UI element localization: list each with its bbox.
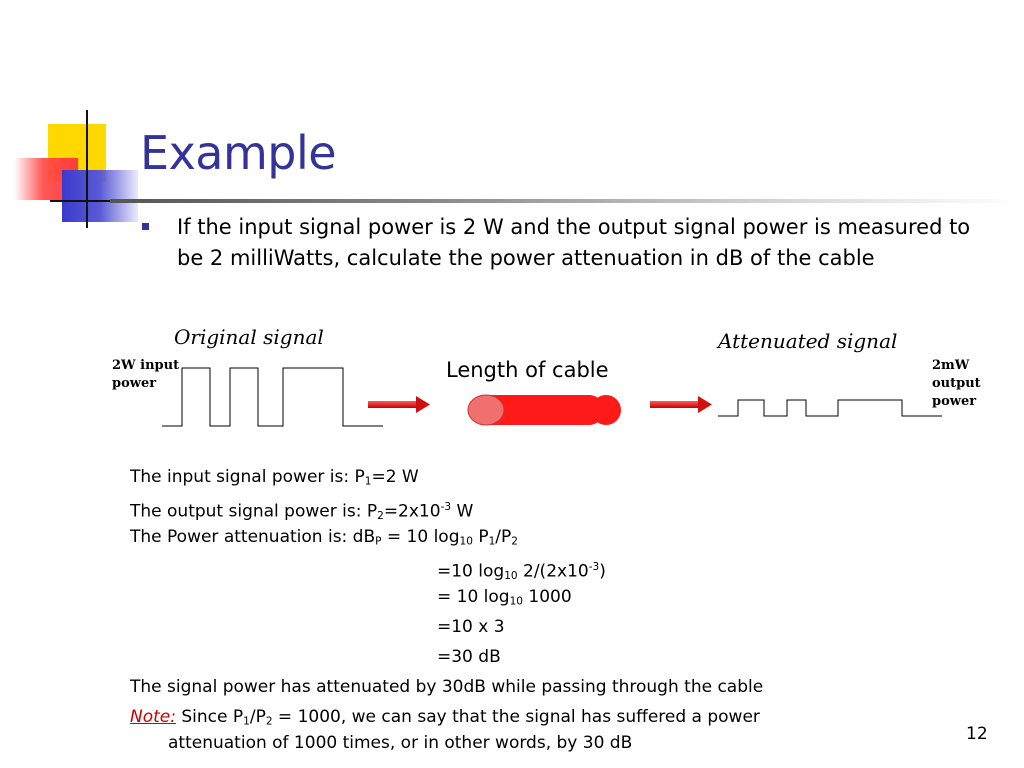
original-waveform xyxy=(162,367,383,427)
arrow-right-icon xyxy=(368,396,430,413)
note-line-2: attenuation of 1000 times, or in other w… xyxy=(168,733,633,753)
calc-step-1: =10 log10 2/(2x10-3) xyxy=(437,561,606,582)
output-power-label-line2: output xyxy=(932,376,981,391)
input-power-label-line2: power xyxy=(112,376,157,391)
input-power-label: 2W input power xyxy=(112,357,179,393)
input-power-label-line1: 2W input xyxy=(112,358,180,373)
decor-vertical-line xyxy=(86,110,88,228)
output-power-label: 2mW output power xyxy=(932,357,981,411)
note-label: Note: xyxy=(130,707,176,727)
calc-line-input: The input signal power is: P1=2 W xyxy=(130,467,419,488)
calc-step-2: = 10 log10 1000 xyxy=(437,587,572,608)
attenuated-waveform xyxy=(718,399,942,417)
page-number: 12 xyxy=(966,724,988,744)
calc-step-4: =30 dB xyxy=(437,647,501,667)
attenuated-signal-label: Attenuated signal xyxy=(718,329,898,353)
arrow-right-icon xyxy=(650,396,712,413)
cable-icon xyxy=(467,394,621,426)
decor-blue-bar xyxy=(62,170,138,222)
bullet-text: If the input signal power is 2 W and the… xyxy=(177,215,971,270)
title-underline xyxy=(110,199,1020,203)
bullet-marker xyxy=(142,223,149,230)
calc-line-output: The output signal power is: P2=2x10-3 W xyxy=(130,501,474,522)
decor-horizontal-line xyxy=(50,200,120,202)
output-power-label-line3: power xyxy=(932,394,977,409)
calc-conclusion: The signal power has attenuated by 30dB … xyxy=(130,677,764,697)
original-signal-label: Original signal xyxy=(174,325,324,349)
note-line-1: Note: Since P1/P2 = 1000, we can say tha… xyxy=(130,707,760,728)
calc-line-attenuation: The Power attenuation is: dBP = 10 log10… xyxy=(130,527,518,548)
slide-title: Example xyxy=(140,126,337,180)
calc-step-3: =10 x 3 xyxy=(437,617,505,637)
cable-label: Length of cable xyxy=(446,358,609,382)
output-power-label-line1: 2mW xyxy=(932,358,970,373)
